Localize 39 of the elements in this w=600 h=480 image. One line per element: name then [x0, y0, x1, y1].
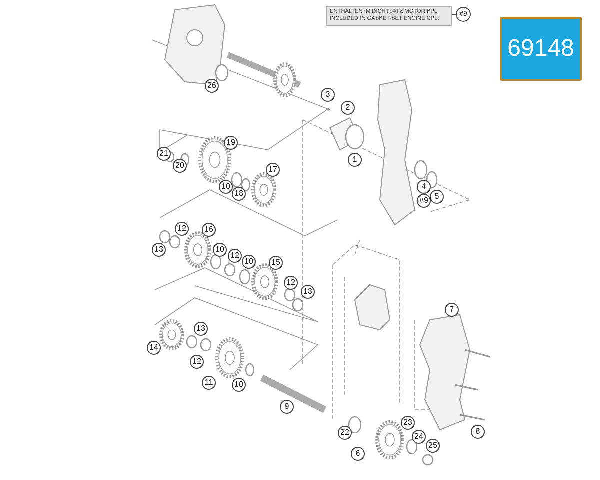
- callout-number: 12: [284, 276, 298, 290]
- callout-number: 21: [157, 147, 171, 161]
- callout-number: 12: [228, 249, 242, 263]
- callout-number: 5: [430, 190, 444, 204]
- callout-number: 14: [147, 341, 161, 355]
- callout-number: 4: [417, 180, 431, 194]
- callout-number: 13: [194, 322, 208, 336]
- callout-number: #9: [417, 194, 431, 208]
- callout-number: 1: [348, 153, 362, 167]
- callout-number: 17: [266, 163, 280, 177]
- callout-number: 3: [321, 88, 335, 102]
- callout-number: 12: [190, 355, 204, 369]
- callout-number: 8: [471, 425, 485, 439]
- note-box: [326, 6, 452, 26]
- callout-number: 15: [269, 256, 283, 270]
- callout-number: 13: [301, 285, 315, 299]
- callout-number: 19: [224, 136, 238, 150]
- callout-number: 12: [175, 222, 189, 236]
- callout-number: 10: [213, 243, 227, 257]
- callout-number: 20: [173, 159, 187, 173]
- callout-number: 10: [242, 255, 256, 269]
- callout-number: 13: [152, 243, 166, 257]
- callout-number: 10: [232, 378, 246, 392]
- callout-number: 26: [205, 79, 219, 93]
- callout-number: 11: [202, 376, 216, 390]
- callout-number: 9: [280, 400, 294, 414]
- callout-number: 24: [412, 430, 426, 444]
- leader-line: [452, 14, 456, 16]
- callout-number: 22: [338, 426, 352, 440]
- callout-number: 25: [426, 439, 440, 453]
- callout-number: 16: [202, 223, 216, 237]
- callout-number: 7: [445, 303, 459, 317]
- callout-number: 6: [351, 447, 365, 461]
- callout-number: 2: [341, 101, 355, 115]
- callout-number: 18: [232, 187, 246, 201]
- reference-circle: [456, 7, 471, 22]
- callout-number: 23: [401, 416, 415, 430]
- number-badge: 69148: [500, 17, 582, 81]
- callout-number: 10: [219, 180, 233, 194]
